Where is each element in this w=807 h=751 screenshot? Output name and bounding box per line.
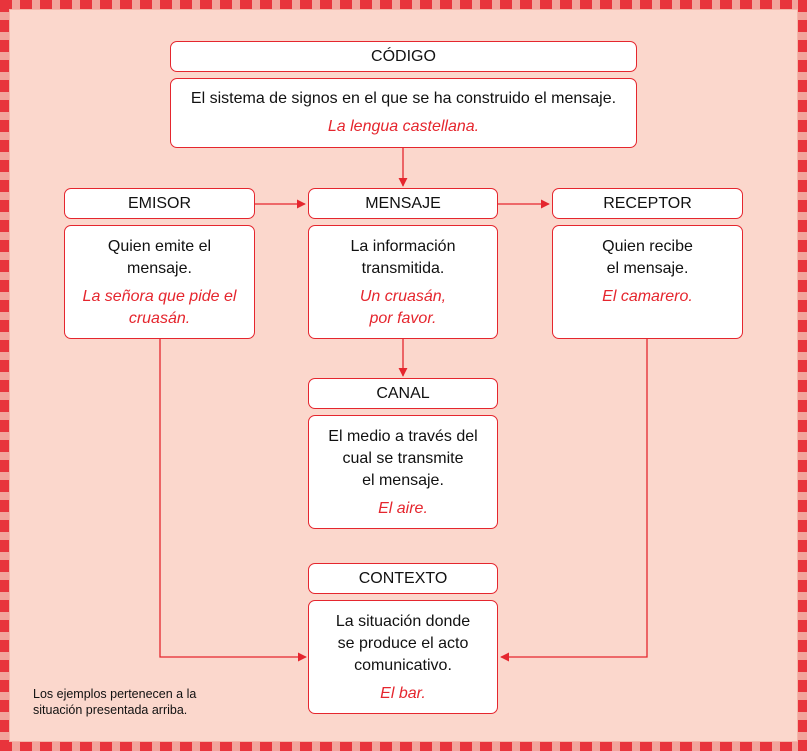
mensaje-example: Un cruasán, por favor. [359, 288, 447, 327]
footnote: Los ejemplos pertenecen a la situación p… [33, 687, 197, 717]
codigo-title: CÓDIGO [371, 47, 436, 65]
codigo-example: La lengua castellana. [327, 118, 480, 135]
receptor-header: RECEPTOR [552, 188, 743, 219]
contexto-definition: La situación donde se produce el acto co… [335, 613, 471, 674]
codigo-definition: El sistema de signos en el que se ha con… [190, 90, 617, 107]
canal-header: CANAL [308, 378, 498, 409]
contexto-title: CONTEXTO [358, 569, 448, 587]
canal-box: El medio a través del cual se transmite … [308, 415, 498, 529]
receptor-box: Quien recibe el mensaje. El camarero. [552, 225, 743, 339]
receptor-title: RECEPTOR [603, 194, 692, 212]
codigo-box: El sistema de signos en el que se ha con… [170, 78, 637, 148]
mensaje-header: MENSAJE [308, 188, 498, 219]
contexto-example: El bar. [380, 685, 426, 702]
receptor-example: El camarero. [602, 288, 693, 305]
mensaje-definition: La información transmitida. [350, 238, 456, 277]
emisor-box: Quien emite el mensaje. La señora que pi… [64, 225, 255, 339]
contexto-header: CONTEXTO [308, 563, 498, 594]
codigo-header: CÓDIGO [170, 41, 637, 72]
emisor-example: La señora que pide el cruasán. [82, 288, 237, 327]
contexto-box: La situación donde se produce el acto co… [308, 600, 498, 714]
emisor-header: EMISOR [64, 188, 255, 219]
mensaje-title: MENSAJE [365, 194, 441, 212]
canal-title: CANAL [376, 384, 430, 402]
emisor-title: EMISOR [127, 194, 192, 212]
emisor-definition: Quien emite el mensaje. [107, 238, 212, 277]
receptor-definition: Quien recibe el mensaje. [602, 238, 693, 277]
arrow-emisor-contexto [159, 339, 307, 662]
canal-example: El aire. [378, 500, 428, 517]
canal-definition: El medio a través del cual se transmite … [328, 428, 478, 489]
arrow-receptor-contexto [500, 339, 648, 662]
mensaje-box: La información transmitida. Un cruasán, … [308, 225, 498, 339]
